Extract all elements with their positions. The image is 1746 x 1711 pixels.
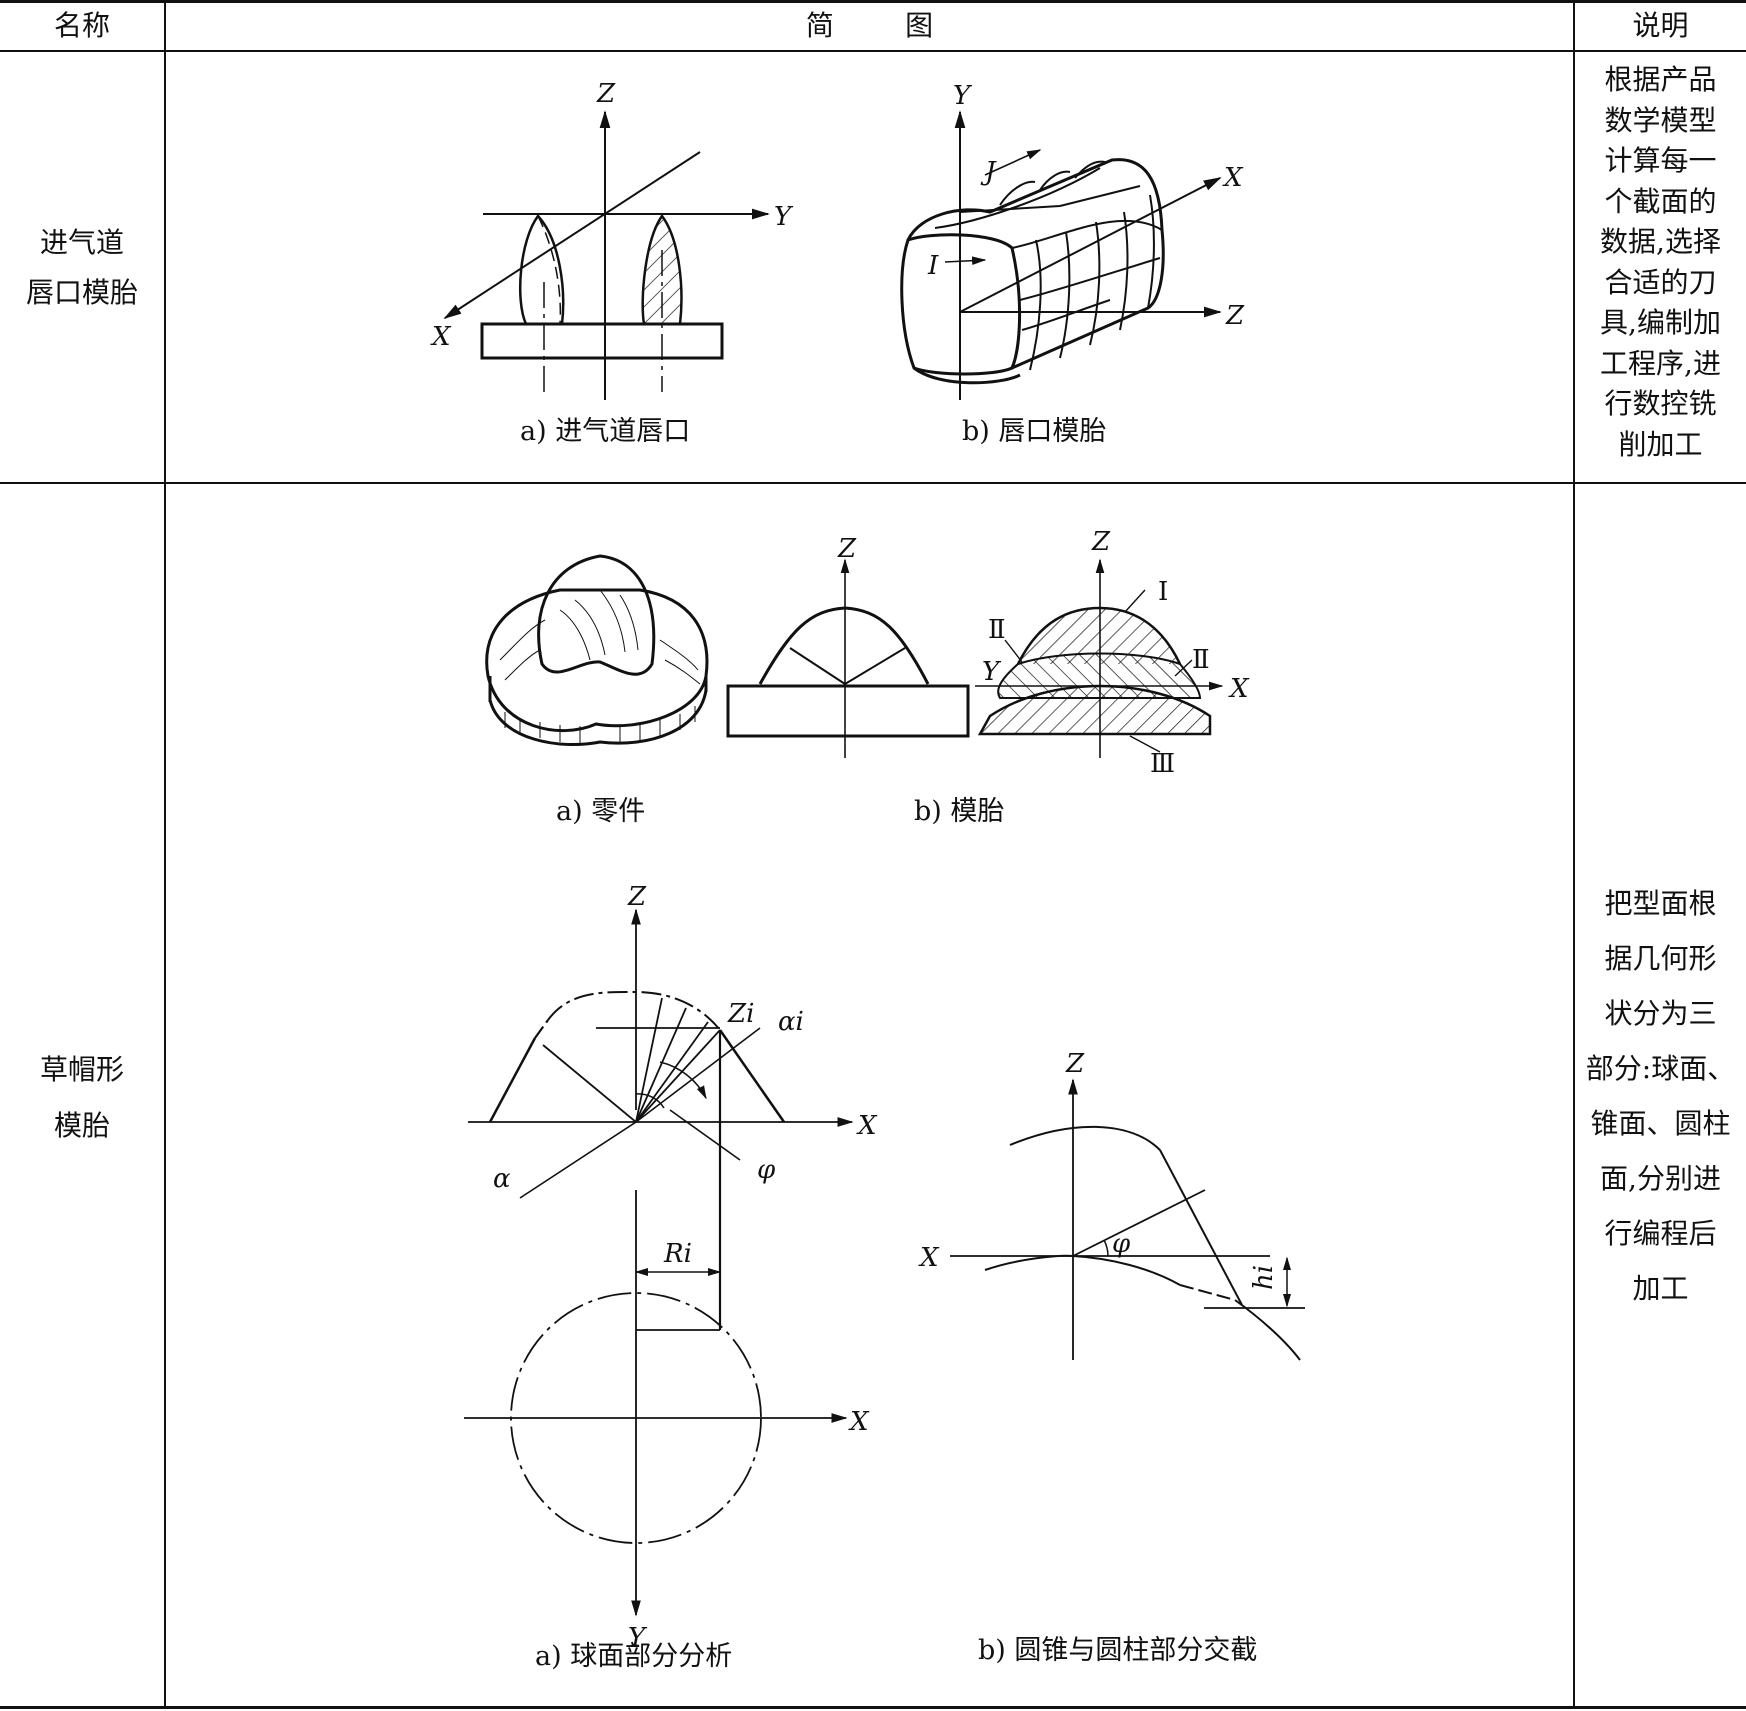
- axis-label-z: Z: [596, 79, 616, 109]
- header-name: 名称: [53, 9, 110, 42]
- note-line: 合适的刀: [1604, 265, 1717, 299]
- note-line: 把型面根: [1604, 887, 1717, 920]
- base-plate: [480, 322, 724, 360]
- note-line: 数据,选择: [1600, 225, 1721, 258]
- figure-cone-cylinder: [950, 1078, 1305, 1361]
- figure-sphere-analysis: [464, 908, 854, 1617]
- axis-label-x: X: [918, 1243, 940, 1273]
- row1-name-line2: 唇口模胎: [25, 276, 138, 309]
- mould-base: [726, 684, 970, 738]
- row1-name-line1: 进气道: [39, 226, 124, 259]
- note-line: 状分为三: [1604, 997, 1717, 1030]
- label-roman-3: Ⅲ: [1150, 749, 1175, 779]
- axis-label-z: Z: [1091, 527, 1111, 557]
- caption-b2: b) 圆锥与圆柱部分交截: [978, 1635, 1257, 1666]
- note-line: 削加工: [1618, 427, 1703, 461]
- row1-name: 进气道 唇口模胎: [0, 218, 164, 318]
- j-arrow: [984, 149, 1042, 176]
- hat-crown: [537, 554, 656, 676]
- section-ii: [997, 652, 1202, 699]
- note-line: 个截面的: [1604, 184, 1717, 218]
- figure-part: [485, 554, 709, 746]
- row1-note: 根据产品 数学模型 计算每一 个截面的 数据,选择 合适的刀 具,编制加 工程序…: [1575, 60, 1746, 465]
- note-line: 根据产品: [1604, 63, 1717, 96]
- note-line: 行数控铣: [1604, 387, 1717, 420]
- caption-a2: a) 球面部分分析: [535, 1641, 732, 1672]
- header-bottom-rule: [0, 50, 1746, 52]
- axis-label-z: Z: [837, 534, 857, 564]
- note-line: 具,编制加: [1600, 306, 1721, 339]
- note-line: 数学模型: [1604, 103, 1717, 137]
- label-alpha-i: αi: [778, 1007, 804, 1037]
- caption-a: a) 进气道唇口: [520, 416, 690, 447]
- axis-label-y: Y: [953, 81, 973, 111]
- axis-label-x: X: [1222, 163, 1244, 193]
- label-roman-2-right: Ⅱ: [1192, 645, 1210, 675]
- axis-label-x: X: [430, 322, 452, 352]
- note-line: 锥面、圆柱: [1590, 1107, 1731, 1140]
- axis-label-x: X: [856, 1111, 878, 1141]
- label-roman-1: Ⅰ: [1158, 577, 1168, 607]
- row-divider: [0, 482, 1746, 484]
- row2-name-line2: 模胎: [53, 1109, 110, 1142]
- section-i: [1016, 606, 1182, 665]
- note-line: 行编程后: [1604, 1217, 1717, 1250]
- note-line: 计算每一: [1604, 144, 1717, 177]
- label-i: I: [927, 251, 939, 281]
- row2-note: 把型面根 据几何形 状分为三 部分:球面、 锥面、圆柱 面,分别进 行编程后 加…: [1575, 876, 1746, 1316]
- note-line: 据几何形: [1604, 942, 1717, 975]
- header-figure: 简 图: [805, 9, 934, 42]
- row2-name: 草帽形 模胎: [0, 1042, 164, 1154]
- figure-intake-lip: [443, 110, 770, 400]
- hat-shading: [499, 589, 701, 743]
- table-top-border: [0, 0, 1746, 3]
- axis-label-y: Y: [628, 1623, 648, 1653]
- note-line: 部分:球面、: [1585, 1052, 1736, 1085]
- label-phi: φ: [757, 1155, 776, 1185]
- caption-a1: a) 零件: [556, 796, 645, 827]
- note-line: 工程序,进: [1600, 346, 1721, 380]
- axis-label-y: Y: [982, 657, 1002, 687]
- label-ri: Ri: [663, 1239, 692, 1269]
- figure-mould: [726, 558, 1224, 758]
- x-axis: [443, 151, 701, 319]
- axis-label-x: X: [848, 1407, 870, 1437]
- caption-b: b) 唇口模胎: [962, 416, 1106, 447]
- i-arrow: [944, 256, 987, 265]
- label-alpha: α: [493, 1164, 511, 1194]
- x-axis: [959, 177, 1222, 313]
- axis-label-x: X: [1228, 674, 1250, 704]
- hat-brim: [485, 588, 709, 732]
- label-roman-2-left: Ⅱ: [988, 615, 1006, 645]
- note-line: 面,分别进: [1600, 1162, 1721, 1195]
- col-divider-left: [164, 0, 166, 1709]
- figure-lip-mould: [900, 110, 1222, 400]
- caption-b1: b) 模胎: [914, 796, 1004, 827]
- label-zi: Zi: [727, 999, 754, 1029]
- label-j: J: [980, 157, 997, 187]
- axis-label-z: Z: [1065, 1049, 1085, 1079]
- header-note: 说明: [1632, 9, 1689, 42]
- axis-label-z: Z: [627, 882, 647, 912]
- note-line: 加工: [1632, 1272, 1689, 1305]
- axis-label-y: Y: [774, 202, 794, 232]
- label-phi: φ: [1112, 1229, 1131, 1259]
- axis-label-z: Z: [1225, 301, 1245, 331]
- col-divider-right: [1573, 0, 1575, 1709]
- row2-name-line1: 草帽形: [39, 1053, 124, 1086]
- label-hi: hi: [1249, 1265, 1279, 1290]
- mould-dome: [758, 606, 930, 685]
- table-bottom-border: [0, 1706, 1746, 1709]
